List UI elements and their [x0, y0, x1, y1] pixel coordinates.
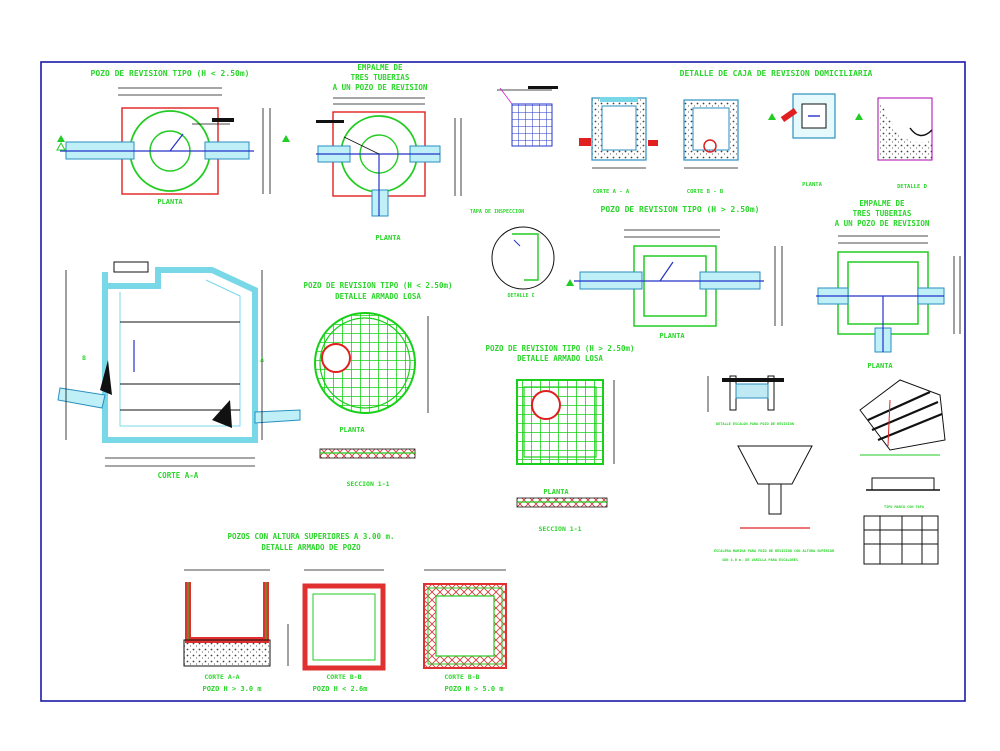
label-planta-7: PLANTA [543, 488, 569, 496]
label-planta-4: PLANTA [659, 332, 685, 340]
label-corte-aa-bottom: CORTE A-A [204, 673, 239, 681]
title-pozo-tipo-mayor: POZO DE REVISION TIPO (H > 2.50m) [601, 205, 760, 214]
label-planta-6: PLANTA [339, 426, 365, 434]
title-empalme-2-c: A UN POZO DE REVISION [835, 219, 930, 228]
pozo-tipo-menor-planta: POZO DE REVISION TIPO (H < 2.50m) PLANTA [56, 69, 290, 206]
detalle-escalon: DETALLE ESCALON PARA POZO DE REVISION ES… [707, 375, 946, 565]
title-tapa-inspeccion: TAPA DE INSPECCION [470, 209, 524, 215]
label-seccion-1: SECCION 1-1 [346, 480, 389, 488]
title-pozo-tipo-menor: POZO DE REVISION TIPO (H < 2.50m) [91, 69, 250, 78]
title-armado-losa-circ-b: DETALLE ARMADO LOSA [335, 292, 421, 301]
note-detalle-escalon: DETALLE ESCALON PARA POZO DE REVISION [716, 422, 794, 426]
label-detalle-c: DETALLE C [507, 293, 534, 299]
corte-aa-pozo: B A CORTE A-A [57, 261, 301, 480]
pozo-tipo-mayor-planta: POZO DE REVISION TIPO (H > 2.50m) PLANTA [566, 205, 783, 340]
note-tipo-marco: TIPO MARCO CON TAPA [884, 505, 925, 509]
title-empalme-1-c: A UN POZO DE REVISION [333, 83, 428, 92]
pozo-altura-detalle: POZOS CON ALTURA SUPERIORES A 3.00 m. DE… [183, 532, 507, 693]
label-detalle-d: DETALLE D [897, 184, 927, 190]
title-empalme-1-a: EMPALME DE [357, 63, 403, 72]
note-inferior-2: SON 4.0 m. DE VARILLA PARA ESCALONES [722, 558, 798, 562]
title-armado-losa-cuad-a: POZO DE REVISION TIPO (H > 2.50m) [485, 344, 634, 353]
title-empalme-2-a: EMPALME DE [859, 199, 905, 208]
title-pozo-altura-a: POZOS CON ALTURA SUPERIORES A 3.00 m. [227, 532, 394, 541]
label-pozo-h50: POZO H > 5.0 m [444, 685, 503, 693]
label-corte-aa-pozo: CORTE A-A [158, 471, 199, 480]
label-planta-2: PLANTA [375, 234, 401, 242]
armado-losa-cuadrada: POZO DE REVISION TIPO (H > 2.50m) DETALL… [485, 344, 634, 533]
label-corte-bb-casa: CORTE B - B [687, 189, 724, 195]
note-inferior-1: ESCALERA MARINA PARA POZO DE REVISION CO… [714, 549, 835, 553]
detalle-caja-revision: DETALLE DE CAJA DE REVISION DOMICILIARIA… [497, 69, 933, 195]
label-seccion-2: SECCION 1-1 [538, 525, 581, 533]
title-empalme-1-b: TRES TUBERIAS [351, 73, 410, 82]
label-pozo-h26: POZO H < 2.6m [313, 685, 368, 693]
empalme-2-planta: EMPALME DE TRES TUBERIAS A UN POZO DE RE… [816, 199, 961, 370]
title-pozo-altura-b: DETALLE ARMADO DE POZO [261, 543, 361, 552]
label-sec-a: A [260, 357, 264, 364]
title-armado-losa-cuad-b: DETALLE ARMADO LOSA [517, 354, 603, 363]
label-pozo-h30: POZO H > 3.0 m [202, 685, 261, 693]
title-detalles-casa: DETALLE DE CAJA DE REVISION DOMICILIARIA [680, 69, 873, 78]
label-corte-bb-1: CORTE B-B [326, 673, 361, 681]
title-armado-losa-circ-a: POZO DE REVISION TIPO (H < 2.50m) [303, 281, 452, 290]
label-planta-1: PLANTA [157, 198, 183, 206]
title-empalme-2-b: TRES TUBERIAS [853, 209, 912, 218]
drawing-frame [40, 61, 966, 702]
empalme-1-planta: EMPALME DE TRES TUBERIAS A UN POZO DE RE… [316, 63, 462, 242]
label-planta-5: PLANTA [867, 362, 893, 370]
label-corte-aa-casa: CORTE A - A [593, 189, 630, 195]
label-corte-bb-2: CORTE B-B [444, 673, 479, 681]
detalle-c: TAPA DE INSPECCION DETALLE C [470, 209, 555, 299]
label-sec-b: B [82, 355, 86, 362]
label-planta-3: PLANTA [802, 182, 823, 188]
armado-losa-circular: POZO DE REVISION TIPO (H < 2.50m) DETALL… [303, 281, 452, 488]
